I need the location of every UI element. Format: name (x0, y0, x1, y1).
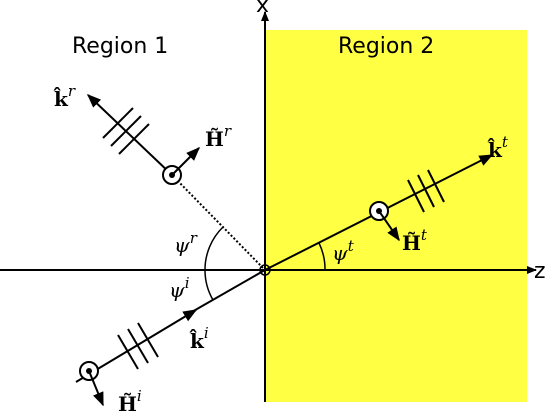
h-reflected-label: H̃r (205, 122, 232, 151)
reflected-ray-solid (86, 94, 173, 176)
psi-incident-label: ψi (169, 274, 190, 302)
h-incident-arrow (88, 370, 104, 407)
psi-transmitted-arc (318, 242, 326, 271)
h-incident-label: H̃i (118, 387, 142, 416)
psi-transmitted-label: ψt (332, 237, 355, 265)
region1-label: Region 1 (72, 34, 168, 59)
origin-marker (259, 264, 271, 276)
region2-area (265, 30, 527, 402)
h-transmitted-label: H̃t (402, 226, 428, 255)
wavefront-tick-icon (407, 169, 445, 213)
k-incident-label: k̂i (189, 324, 209, 353)
h-transmitted-arrow (378, 210, 400, 242)
wavefront-tick-icon (117, 322, 159, 370)
h-reflected-arrow (171, 147, 200, 176)
z-axis-label: z (534, 259, 546, 284)
wavefront-tick-icon (102, 107, 150, 155)
psi-incident-arc (204, 269, 214, 301)
psi-reflected-label: ψr (174, 229, 198, 257)
region2-label: Region 2 (338, 34, 434, 59)
psi-reflected-arc (204, 226, 224, 271)
k-reflected-label: k̂r (53, 82, 76, 111)
k-transmitted-label: k̂t (487, 133, 509, 162)
x-axis-label: x (256, 0, 269, 18)
incident-ray-continuation (189, 269, 266, 314)
